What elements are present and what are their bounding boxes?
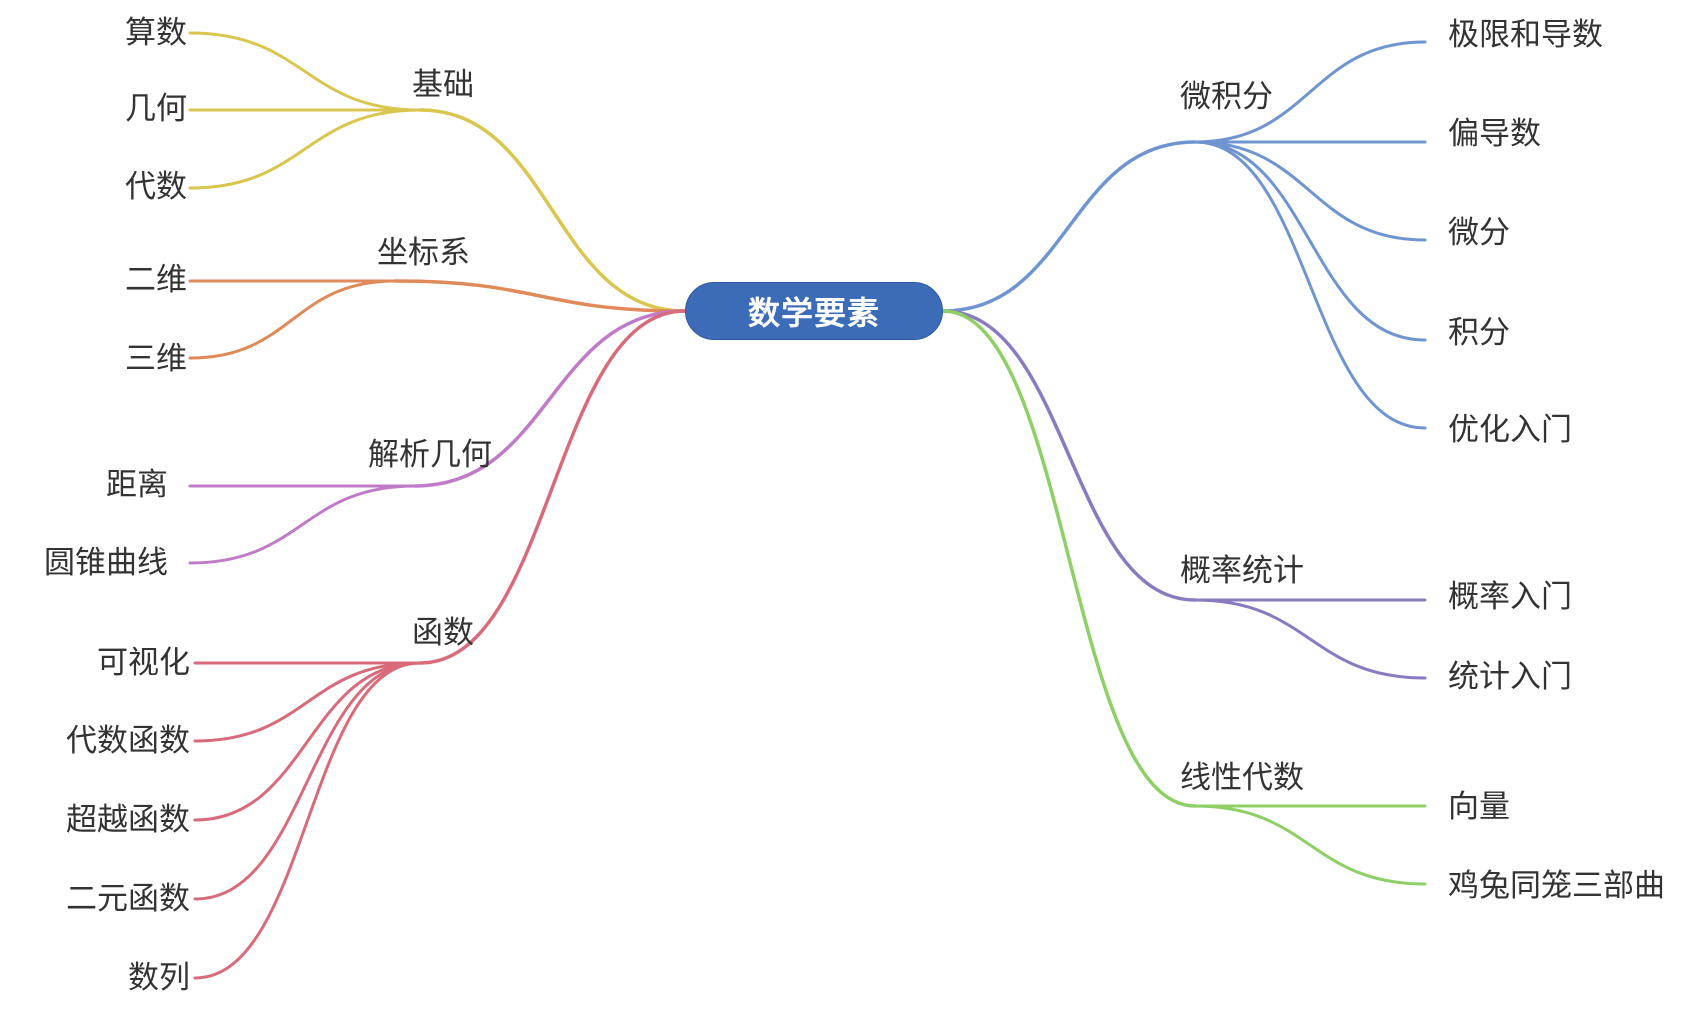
leaf-jixiandaoshu[interactable]: 极限和导数 (1448, 17, 1603, 53)
branch-label-hanshu[interactable]: 函数 (412, 615, 474, 651)
branch-label-weijifen[interactable]: 微积分 (1180, 79, 1273, 115)
branch-label-zuobiao[interactable]: 坐标系 (377, 235, 470, 271)
leaf-piandaoshu[interactable]: 偏导数 (1448, 116, 1541, 152)
leaf-daishu[interactable]: 代数 (125, 169, 187, 205)
root-node[interactable]: 数学要素 (685, 282, 943, 340)
leaf-suanshu[interactable]: 算数 (125, 15, 187, 51)
connector-root-xianxing (941, 309, 1197, 808)
connector-zuobiao-leaf-1 (188, 279, 397, 360)
connector-root-jiexi (413, 309, 687, 488)
leaf-shulie[interactable]: 数列 (128, 960, 190, 996)
leaf-youhua[interactable]: 优化入门 (1448, 412, 1572, 448)
leaf-xiangliang[interactable]: 向量 (1448, 789, 1510, 825)
connector-root-zuobiao (393, 279, 687, 313)
connector-weijifen-leaf-3 (1193, 140, 1427, 342)
branch-label-xianxing[interactable]: 线性代数 (1180, 760, 1304, 796)
leaf-jifen[interactable]: 积分 (1448, 315, 1510, 351)
leaf-weifen[interactable]: 微分 (1448, 215, 1510, 251)
connector-jichu-leaf-0 (188, 31, 422, 112)
connector-xianxing-leaf-1 (1193, 804, 1427, 886)
leaf-eryuanhanshu[interactable]: 二元函数 (66, 881, 190, 917)
leaf-jihe[interactable]: 几何 (125, 91, 187, 127)
leaf-daishuhanshu[interactable]: 代数函数 (66, 723, 190, 759)
connector-gailv-leaf-1 (1193, 598, 1427, 680)
connector-jichu-leaf-2 (188, 108, 422, 190)
leaf-sanwei[interactable]: 三维 (125, 341, 187, 377)
leaf-tongjirumen[interactable]: 统计入门 (1448, 659, 1572, 695)
leaf-jitu[interactable]: 鸡兔同笼三部曲 (1448, 868, 1665, 904)
leaf-gailvrumen[interactable]: 概率入门 (1448, 579, 1572, 615)
connector-hanshu-leaf-3 (193, 661, 422, 901)
connector-root-hanshu (418, 309, 687, 665)
connector-hanshu-leaf-1 (193, 661, 422, 743)
connector-hanshu-leaf-2 (193, 661, 422, 822)
branch-label-jiexi[interactable]: 解析几何 (368, 437, 492, 473)
connector-weijifen-leaf-0 (1193, 40, 1427, 144)
connector-jiexi-leaf-1 (188, 484, 417, 565)
leaf-juli[interactable]: 距离 (106, 467, 168, 503)
branch-label-gailv[interactable]: 概率统计 (1180, 553, 1304, 589)
connector-root-jichu (418, 108, 687, 313)
leaf-keshihua[interactable]: 可视化 (97, 645, 190, 681)
leaf-chaoyuehanshu[interactable]: 超越函数 (66, 802, 190, 838)
leaf-yuanzhui[interactable]: 圆锥曲线 (44, 545, 168, 581)
connector-root-gailv (941, 309, 1197, 602)
leaf-erwei[interactable]: 二维 (125, 262, 187, 298)
branch-label-jichu[interactable]: 基础 (412, 67, 474, 103)
connector-weijifen-leaf-4 (1193, 140, 1427, 430)
connector-weijifen-leaf-2 (1193, 140, 1427, 242)
connector-hanshu-leaf-4 (193, 661, 422, 980)
connector-root-weijifen (941, 140, 1197, 313)
